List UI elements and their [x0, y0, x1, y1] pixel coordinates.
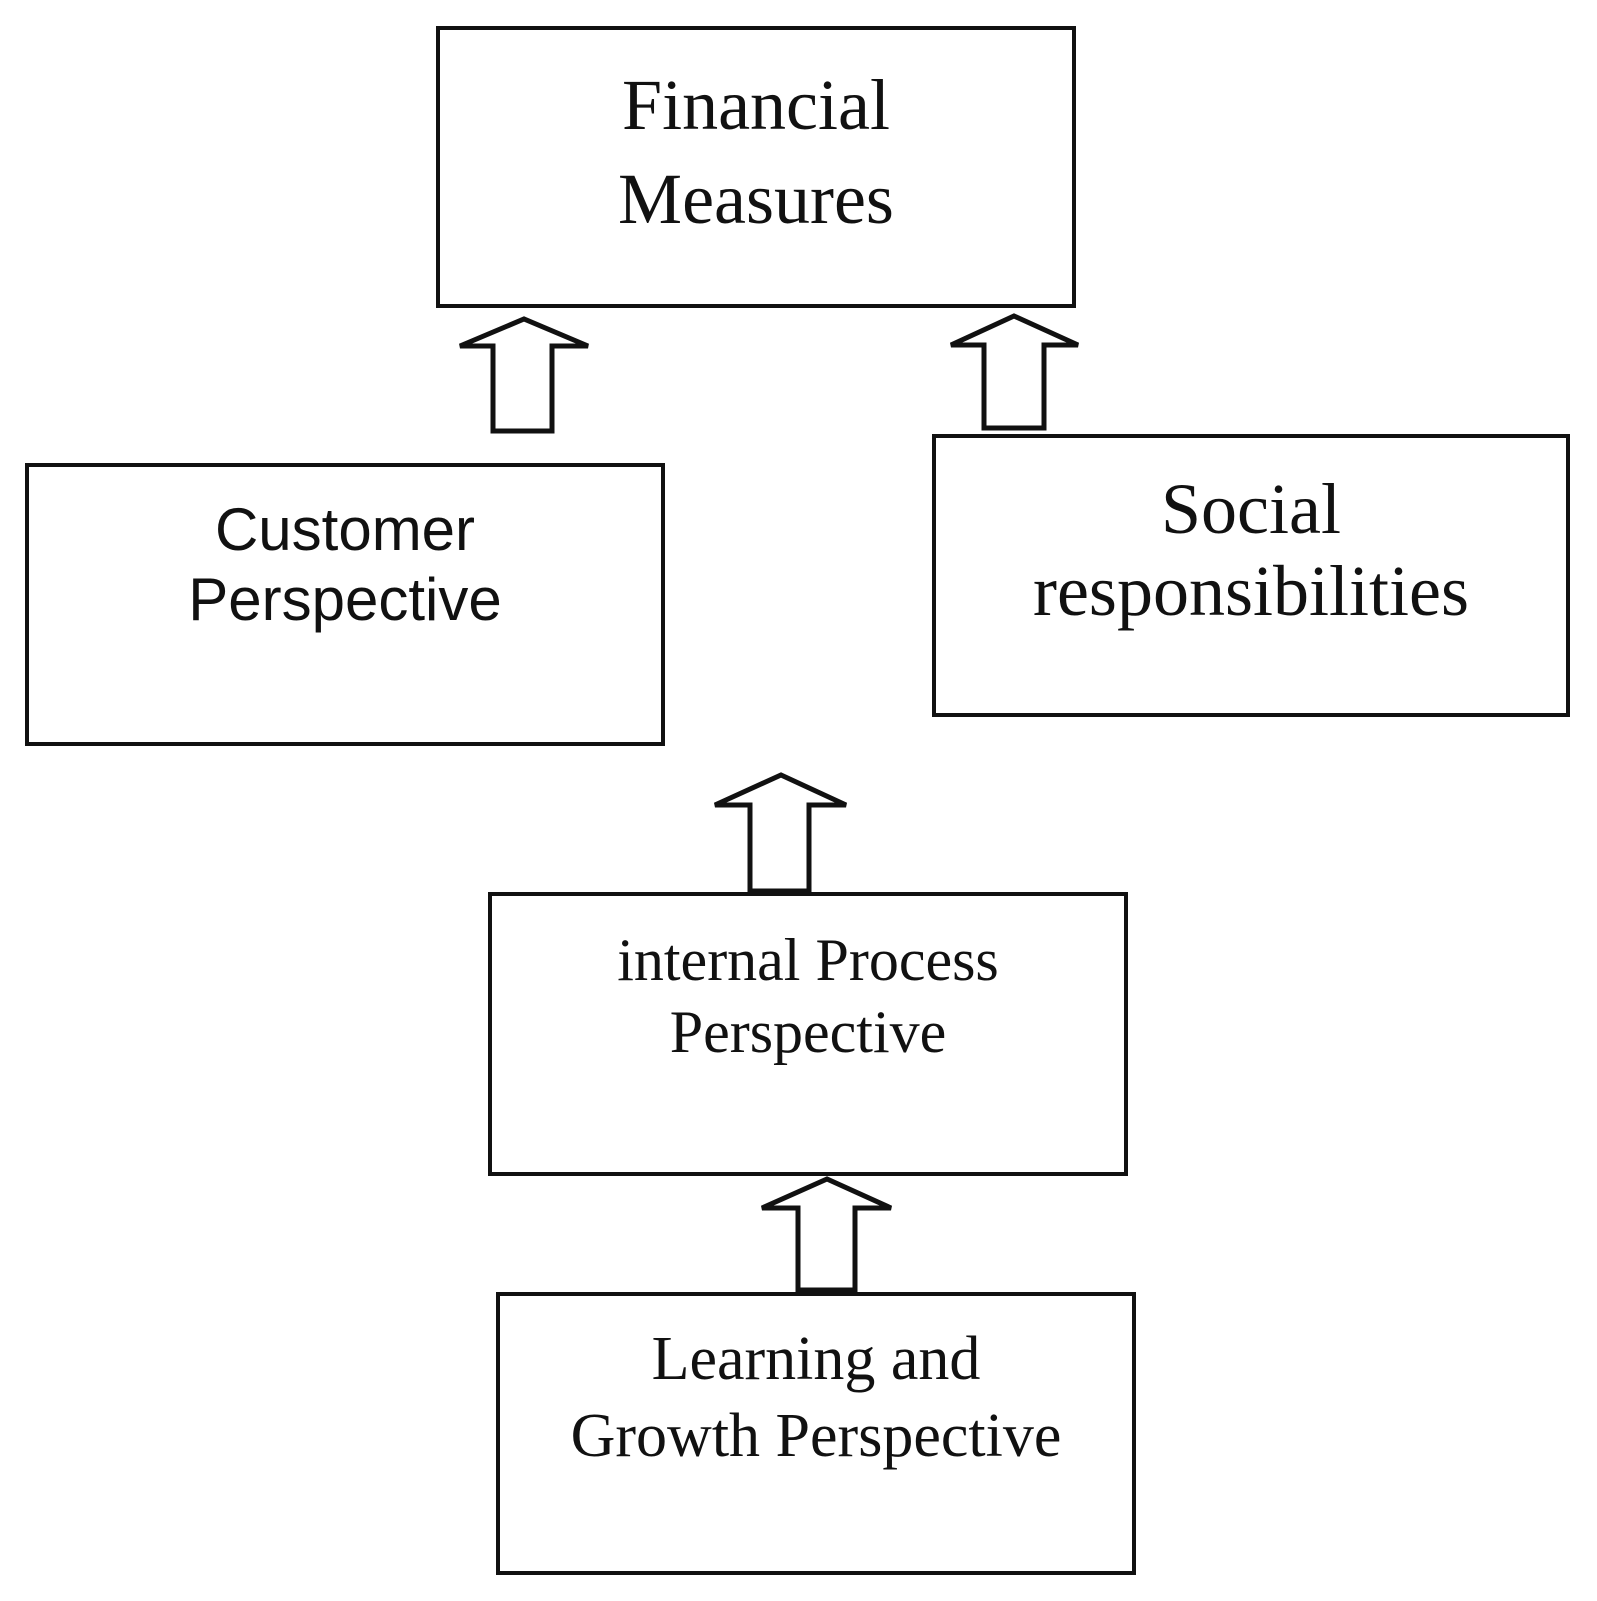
node-label-line: Measures	[618, 159, 894, 239]
arrow-social-to-financial	[949, 313, 1080, 431]
node-social-responsibilities: Social responsibilities	[932, 434, 1570, 717]
node-label-line: Learning and	[651, 1325, 981, 1393]
node-label-line: Social	[1161, 469, 1341, 549]
node-label-line: Perspective	[669, 999, 947, 1065]
node-label-line: internal Process	[617, 927, 999, 993]
node-customer-perspective: Customer Perspective	[25, 463, 665, 746]
node-internal-process-perspective: internal Process Perspective	[488, 892, 1128, 1176]
node-label-line: Financial	[622, 65, 890, 145]
arrow-customer-to-financial	[459, 316, 589, 434]
node-financial-measures: Financial Measures	[436, 26, 1076, 308]
arrow-learning-to-internal	[760, 1176, 893, 1293]
node-label-line: responsibilities	[1033, 551, 1469, 631]
node-label-line: Customer	[214, 496, 476, 563]
node-label-line: Growth Perspective	[570, 1402, 1062, 1470]
arrow-internal-to-customer	[713, 772, 848, 894]
node-learning-growth-perspective: Learning and Growth Perspective	[496, 1292, 1136, 1575]
node-label-line: Perspective	[188, 566, 502, 633]
